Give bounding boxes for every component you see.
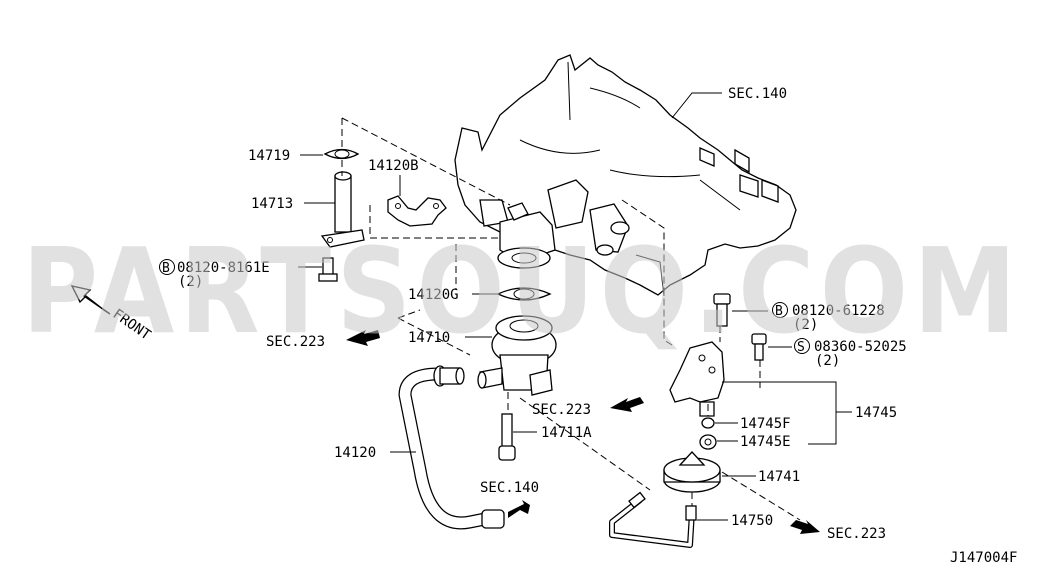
sec223-left-label: SEC.223 bbox=[266, 334, 325, 350]
sec223-mid-label: SEC.223 bbox=[532, 402, 591, 418]
part-14710-label: 14710 bbox=[408, 330, 450, 346]
part-14750-label: 14750 bbox=[731, 513, 773, 529]
gasket-14719 bbox=[323, 148, 360, 160]
watermark-text: PARTSOUQ.COM bbox=[22, 222, 1022, 360]
part-14741-label: 14741 bbox=[758, 469, 800, 485]
part-14713-label: 14713 bbox=[251, 196, 293, 212]
bolt-08120-61228 bbox=[713, 293, 731, 327]
screw-52025-code: 08360-52025 bbox=[814, 339, 907, 355]
part-14745F-label: 14745F bbox=[740, 416, 791, 432]
bolt-08120-8161E bbox=[318, 257, 338, 282]
hose-14750 bbox=[609, 491, 697, 548]
part-14745E-label: 14745E bbox=[740, 434, 791, 450]
sec223-left-arrow bbox=[346, 330, 380, 346]
washer-14745F bbox=[701, 417, 715, 429]
sec140-bottom-arrow bbox=[508, 500, 530, 518]
tube-14120 bbox=[398, 365, 505, 530]
part-14745-label: 14745 bbox=[855, 405, 897, 421]
actuator-14741 bbox=[663, 451, 721, 493]
front-direction-arrow bbox=[70, 284, 111, 315]
svg-text:B: B bbox=[775, 304, 783, 319]
svg-text:S: S bbox=[797, 340, 805, 355]
egr-mount-flange bbox=[497, 202, 556, 269]
egr-valve-14710 bbox=[477, 315, 557, 396]
part-14719-label: 14719 bbox=[248, 148, 290, 164]
diagram-code: J147004F bbox=[950, 550, 1017, 566]
part-14120-label: 14120 bbox=[334, 445, 376, 461]
bolt-8161E-code: 08120-8161E bbox=[177, 260, 270, 276]
svg-text:B: B bbox=[162, 261, 170, 276]
sec223-right-arrow bbox=[790, 520, 820, 534]
part-14711A-label: 14711A bbox=[541, 425, 592, 441]
dashed-reference-lines bbox=[341, 117, 801, 521]
screw-08360-52025 bbox=[751, 333, 767, 361]
part-14120G-label: 14120G bbox=[408, 287, 459, 303]
tube-14713 bbox=[320, 171, 365, 248]
sec140-top-label: SEC.140 bbox=[728, 86, 787, 102]
bolt-8161E-callout: B 08120-8161E (2) bbox=[159, 259, 270, 290]
bracket-14745 bbox=[669, 341, 725, 417]
sec223-mid-arrow bbox=[610, 397, 644, 412]
bracket-14120B bbox=[387, 195, 447, 227]
gasket-14120G bbox=[496, 287, 552, 301]
bolt-61228-code: 08120-61228 bbox=[792, 303, 885, 319]
sec140-bottom-label: SEC.140 bbox=[480, 480, 539, 496]
part-14120B-label: 14120B bbox=[368, 158, 419, 174]
bolt-14711A bbox=[498, 413, 516, 461]
bolt-8161E-qty: (2) bbox=[178, 274, 203, 290]
grommet-14745E bbox=[699, 434, 717, 450]
screw-52025-callout: S 08360-52025 (2) bbox=[794, 338, 907, 369]
screw-52025-qty: (2) bbox=[815, 353, 840, 369]
bolt-61228-qty: (2) bbox=[793, 317, 818, 333]
sec223-right-label: SEC.223 bbox=[827, 526, 886, 542]
bolt-61228-callout: B 08120-61228 (2) bbox=[772, 302, 885, 333]
